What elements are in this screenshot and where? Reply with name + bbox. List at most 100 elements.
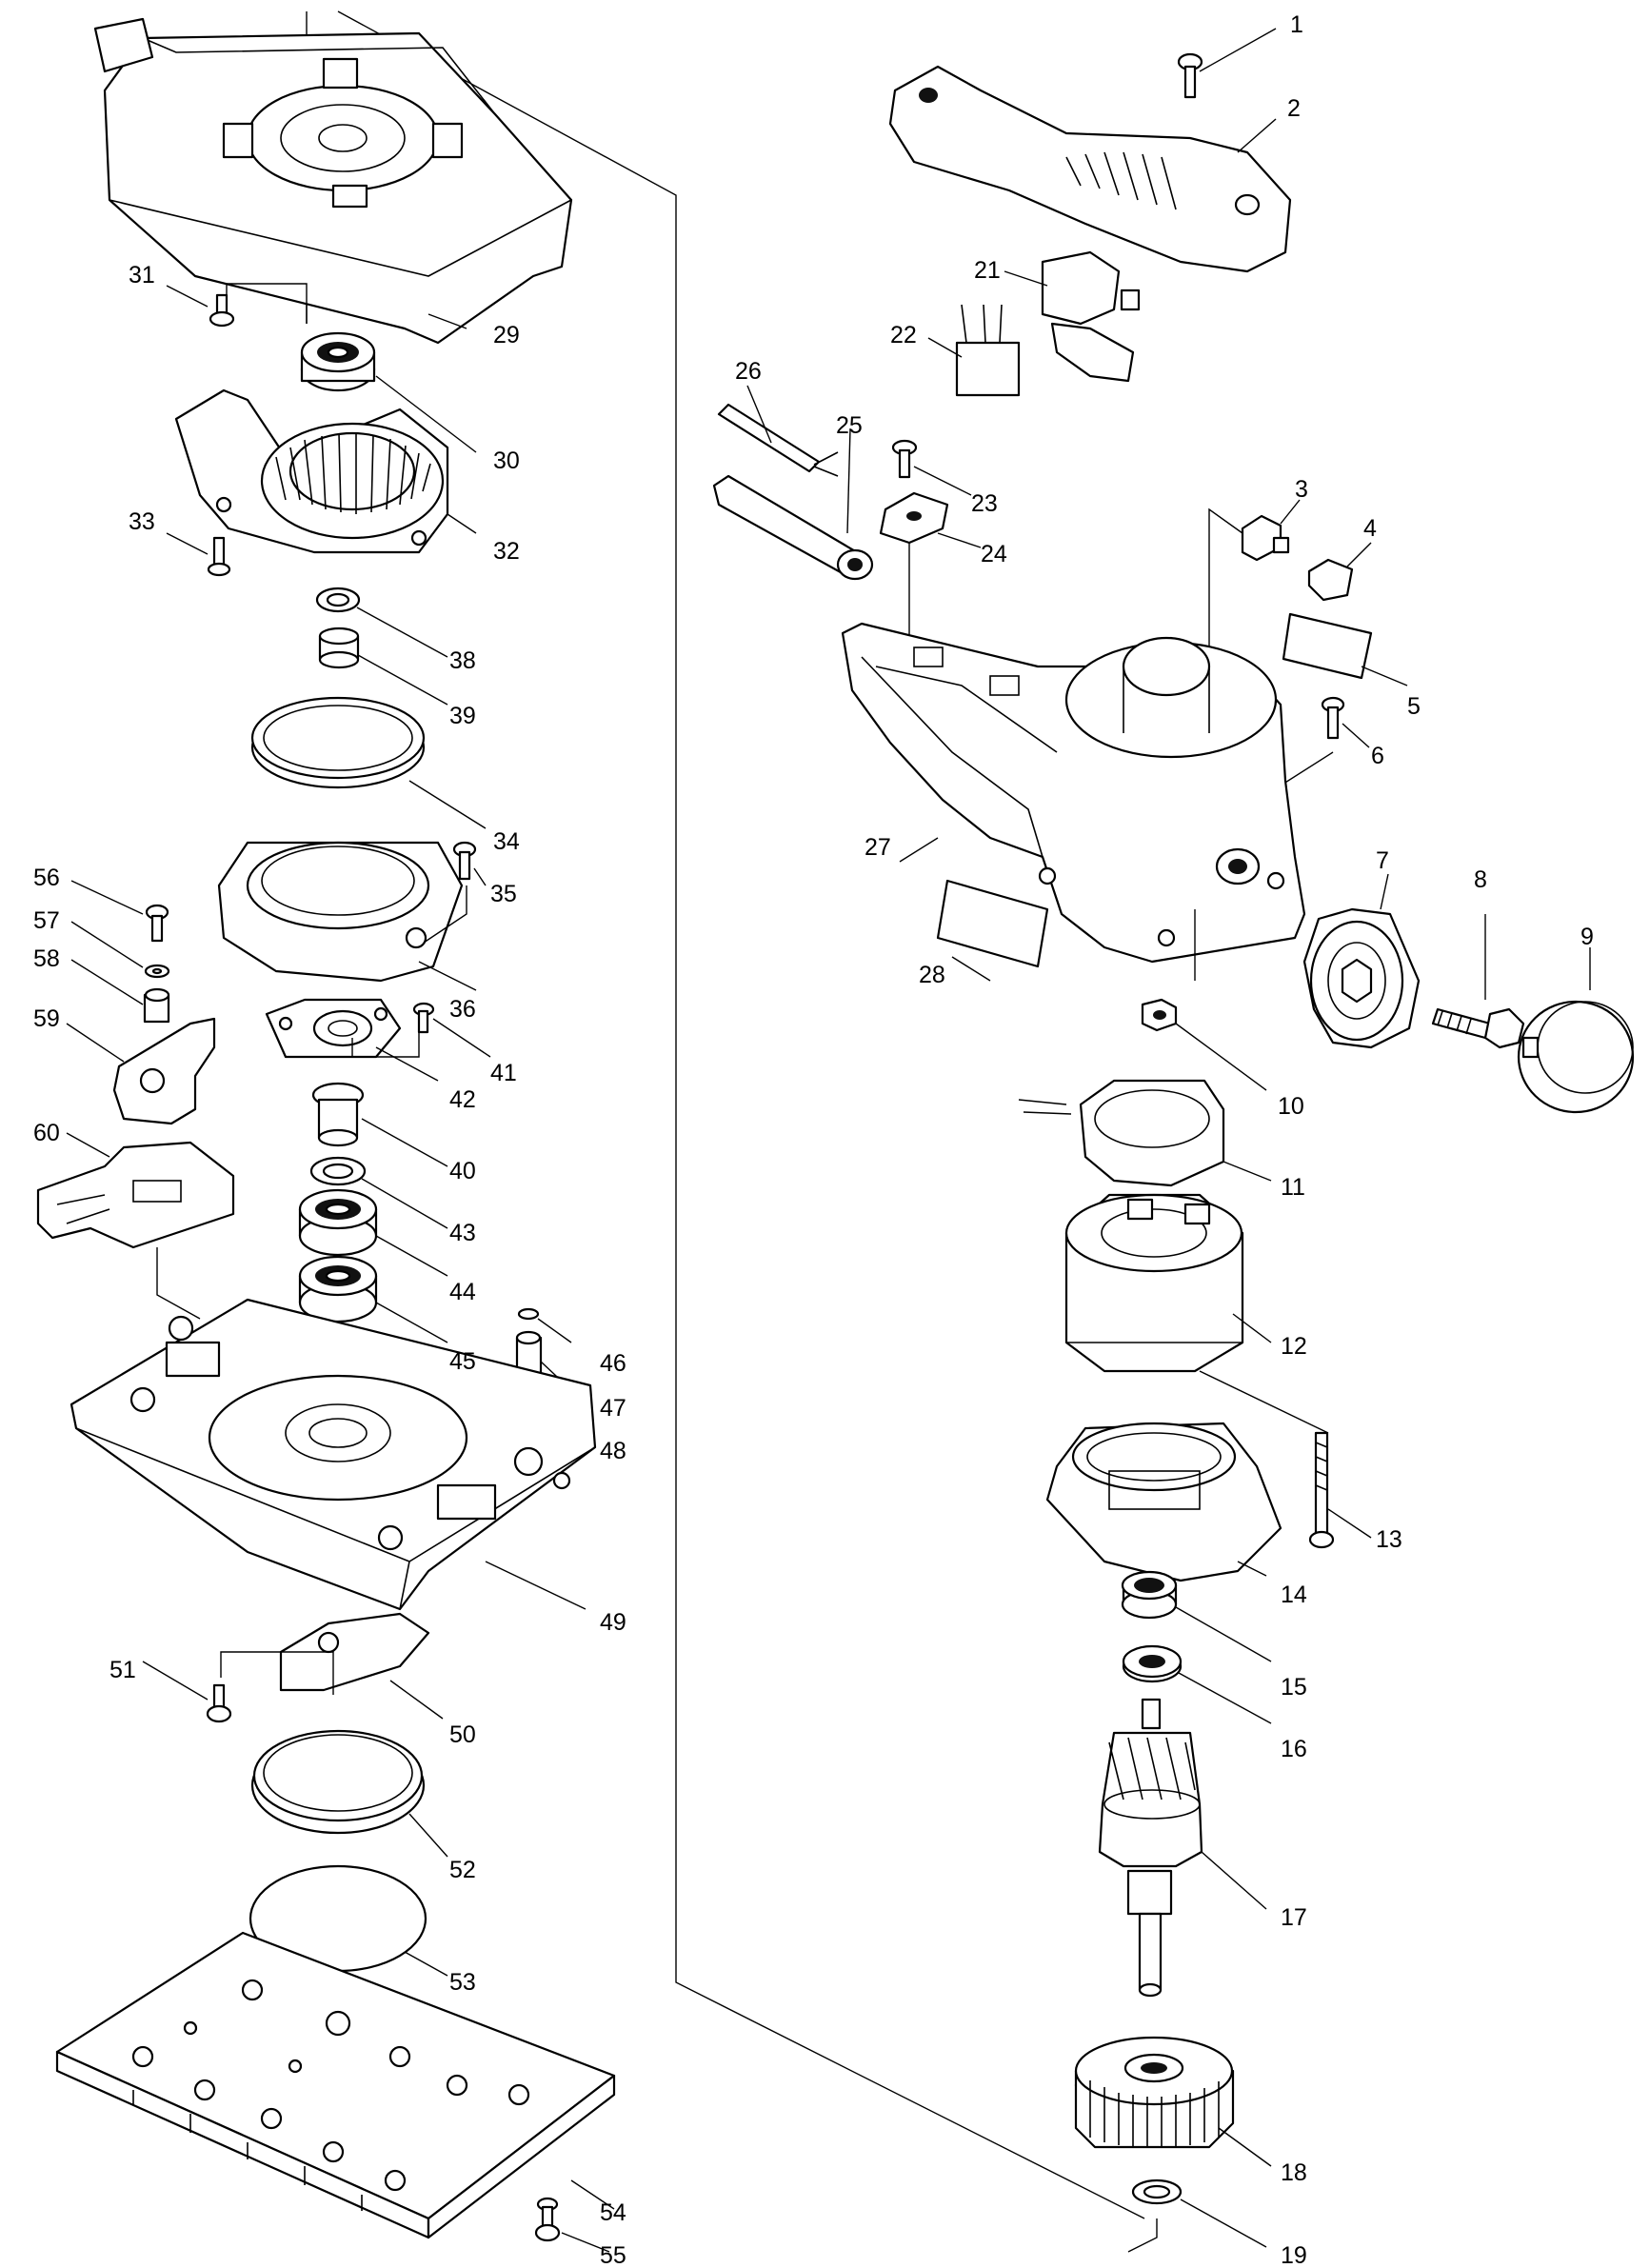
part-27-motor-housing [841,622,1306,964]
part-34-ring [250,696,426,789]
part-52-ring [250,1729,426,1835]
callout-52: 52 [449,1857,476,1883]
callout-44: 44 [449,1279,476,1305]
part-2-handle-cover [888,65,1292,273]
callout-9: 9 [1580,924,1594,950]
callout-59: 59 [33,1005,60,1032]
part-51-screw [206,1683,232,1723]
part-55-screw [534,2197,561,2242]
part-3-brush-holder [1241,514,1290,562]
part-50-counterweight [279,1612,430,1692]
callout-18: 18 [1281,2159,1307,2186]
callout-56: 56 [33,865,60,891]
part-32-fan-housing [174,388,449,554]
part-11-field-holder [1018,1079,1225,1187]
callout-17: 17 [1281,1904,1307,1931]
part-58-spacer [143,987,170,1024]
callout-39: 39 [449,703,476,729]
part-35-screw [452,841,477,881]
callout-54: 54 [600,2199,626,2226]
callout-38: 38 [449,647,476,674]
part-30-bearing [300,331,376,392]
part-5-label [1282,612,1373,680]
part-54-sanding-pad [55,1931,616,2239]
callout-12: 12 [1281,1333,1307,1360]
callout-60: 60 [33,1120,60,1146]
callout-19: 19 [1281,2242,1307,2268]
part-23-screw [891,439,918,479]
callout-50: 50 [449,1721,476,1748]
callout-46: 46 [600,1350,626,1377]
part-21-switch [1041,250,1141,383]
part-19-washer [1131,2178,1183,2205]
callout-35: 35 [490,881,517,907]
part-56-screw [145,904,169,943]
callout-33: 33 [129,508,155,535]
callout-40: 40 [449,1158,476,1184]
part-36-bearing-box [217,841,464,983]
part-12-field-stator [1064,1193,1244,1373]
callout-49: 49 [600,1609,626,1636]
part-44-bearing [298,1188,378,1257]
callout-labels: 1 2 3 4 5 6 7 8 9 10 11 12 13 14 15 16 1… [33,11,1594,2268]
part-7-front-cover [1302,907,1421,1049]
part-13-long-screw [1308,1431,1335,1549]
part-16-insulation-washer [1122,1644,1183,1683]
part-31-screw [209,293,235,328]
callout-32: 32 [493,538,520,565]
part-29-upper-housing [93,17,573,345]
callout-3: 3 [1295,476,1308,503]
callout-16: 16 [1281,1736,1307,1762]
part-10-nut [1141,998,1178,1032]
callout-25: 25 [836,412,863,439]
part-40-bushing [311,1082,365,1147]
callout-8: 8 [1474,866,1487,893]
callout-13: 13 [1376,1526,1402,1553]
part-28-label [936,879,1049,968]
part-42-plate [265,998,402,1059]
part-15-bearing [1121,1570,1178,1620]
callout-53: 53 [449,1969,476,1996]
callout-23: 23 [971,490,998,517]
callout-24: 24 [981,541,1007,567]
callout-47: 47 [600,1395,626,1422]
part-4-carbon-brush [1307,558,1354,602]
part-45-bearing [298,1255,378,1323]
callout-4: 4 [1363,515,1377,542]
callout-45: 45 [449,1348,476,1375]
part-14-baffle-plate [1045,1422,1282,1582]
part-22-capacitor [955,304,1021,397]
part-49-base-plate [70,1298,597,1611]
part-24-cord-clamp [879,491,949,545]
part-33-screw [207,536,231,577]
part-26-cord [717,403,839,477]
callout-48: 48 [600,1438,626,1464]
callout-27: 27 [865,834,891,861]
part-46-o-ring [517,1307,540,1321]
callout-7: 7 [1376,847,1389,874]
part-1-screw [1177,52,1203,99]
callout-51: 51 [109,1657,136,1683]
callout-14: 14 [1281,1582,1307,1608]
callout-36: 36 [449,996,476,1023]
callout-26: 26 [735,358,762,385]
callout-58: 58 [33,945,60,972]
part-41-screw [412,1002,435,1034]
callout-11: 11 [1281,1174,1305,1201]
callout-42: 42 [449,1086,476,1113]
part-39-bushing [318,627,360,669]
part-18-fan [1074,2036,1235,2149]
part-60-slide-switch [36,1141,235,1249]
part-6-screw [1321,696,1345,740]
part-43-washer [309,1156,367,1186]
callout-22: 22 [890,322,917,348]
callout-28: 28 [919,962,945,988]
callout-2: 2 [1287,95,1301,122]
callout-55: 55 [600,2242,626,2268]
callout-10: 10 [1278,1093,1304,1120]
callout-15: 15 [1281,1674,1307,1701]
callout-1: 1 [1290,11,1303,38]
part-8-bolt [1431,1007,1525,1049]
part-25-cord-guard [712,474,874,581]
part-38-washer [315,587,361,613]
